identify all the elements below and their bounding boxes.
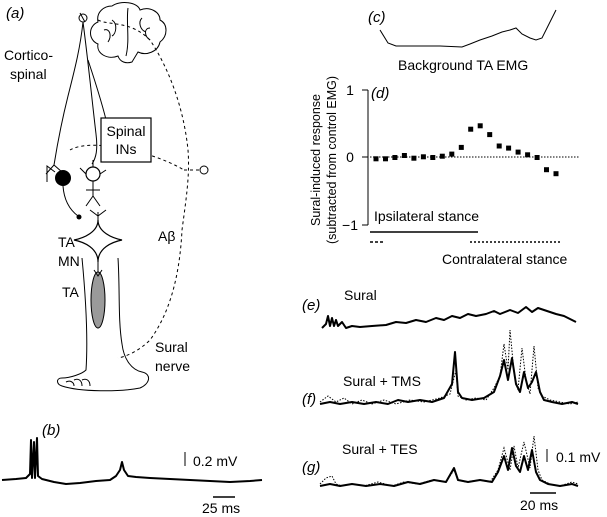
ta-motoneuron xyxy=(73,219,123,263)
panel-d-point-10 xyxy=(458,144,464,150)
ta-mn-line1: TA xyxy=(58,234,76,250)
panel-f-dotted-trace xyxy=(319,329,579,405)
abeta-label: Aβ xyxy=(158,228,175,244)
panel-d: (d) Sural-induced response (subtracted f… xyxy=(309,76,580,267)
panel-f: (f) Sural + TMS xyxy=(302,329,579,408)
spinal-ins-box xyxy=(100,117,152,163)
panel-d-point-4 xyxy=(401,153,407,158)
panel-d-point-7 xyxy=(430,155,436,160)
sural-nerve-line1: Sural xyxy=(155,339,188,355)
panel-g-tscale-label: 20 ms xyxy=(520,497,558,513)
panel-b-trace xyxy=(1,437,263,485)
panel-d-point-5 xyxy=(411,155,417,161)
panel-d-point-2 xyxy=(383,156,388,162)
panel-d-point-6 xyxy=(420,154,426,160)
panel-e-trace xyxy=(321,306,577,329)
toes-lines xyxy=(65,378,91,387)
panel-d-point-17 xyxy=(525,152,531,158)
corticospinal-tract xyxy=(45,21,84,175)
brain-left-gyrus xyxy=(103,19,117,43)
inhibitory-axon xyxy=(62,185,79,217)
inhibitory-dendrite xyxy=(46,165,56,182)
panel-d-point-14 xyxy=(496,143,502,149)
afferent-dashed-branch xyxy=(69,144,185,171)
leg-outline xyxy=(57,257,149,392)
panel-d-ytick-label-1: 1 xyxy=(346,82,354,98)
spinal-ins-line1: Spinal xyxy=(107,123,146,139)
panel-d-point-9 xyxy=(449,151,455,157)
panel-g-trace xyxy=(319,447,579,487)
panel-c-caption: Background TA EMG xyxy=(398,57,528,73)
panel-d-point-8 xyxy=(439,153,445,159)
panel-d-point-1 xyxy=(373,156,379,162)
panel-g-vscale-label: 0.1 mV xyxy=(556,449,601,465)
panel-g: (g) Sural + TES 0.1 mV 20 ms xyxy=(302,435,601,513)
abeta-dashed-path xyxy=(97,19,190,359)
ipsilateral-label: Ipsilateral stance xyxy=(374,208,479,224)
panel-d-ytick-label-neg1: −1 xyxy=(342,217,358,233)
panel-g-name: Sural + TES xyxy=(342,441,418,457)
excitatory-dendrites xyxy=(79,160,107,175)
panel-d-point-3 xyxy=(392,155,398,160)
cortical-neuron-mark xyxy=(79,12,86,23)
ta-muscle-label: TA xyxy=(62,284,80,300)
panel-d-point-18 xyxy=(534,155,540,160)
panel-d-label: (d) xyxy=(371,85,389,102)
panel-e-label: (e) xyxy=(302,297,320,314)
panel-d-ylabel-line2: (subtracted from control EMG) xyxy=(325,76,339,244)
brain-right-gyrus xyxy=(139,17,151,41)
panel-f-name: Sural + TMS xyxy=(343,373,421,389)
ta-mn-line2: MN xyxy=(58,253,80,269)
panel-f-trace xyxy=(319,351,579,405)
panel-b: (b) 0.2 mV 25 ms xyxy=(1,422,263,516)
panel-d-point-16 xyxy=(515,149,521,155)
panel-d-point-20 xyxy=(553,171,559,177)
panel-d-ytick-label-0: 0 xyxy=(346,149,354,165)
spinal-ins-line2: INs xyxy=(116,141,137,157)
panel-e-name: Sural xyxy=(344,287,377,303)
panel-d-points xyxy=(373,123,559,177)
panel-c: (c) Background TA EMG xyxy=(368,9,557,73)
afferent-terminal-circle xyxy=(199,165,209,175)
sural-nerve-line2: nerve xyxy=(155,358,190,374)
motoneuron-dendrites xyxy=(89,209,107,220)
corticospinal-label-line2: spinal xyxy=(10,66,47,82)
motor-axon-branch xyxy=(93,269,103,277)
panel-e: (e) Sural xyxy=(302,287,577,329)
excitatory-stick xyxy=(85,181,101,207)
ta-muscle xyxy=(90,271,106,329)
panel-b-tscale-label: 25 ms xyxy=(202,500,240,516)
inhibitory-terminal xyxy=(76,214,82,220)
inhibitory-interneuron xyxy=(55,170,71,186)
panel-f-label: (f) xyxy=(302,391,316,408)
contralateral-label: Contralateral stance xyxy=(442,251,568,267)
corticospinal-tract-2 xyxy=(82,21,98,165)
panel-a-label: (a) xyxy=(6,5,24,22)
corticospinal-label-line1: Cortico- xyxy=(4,47,53,63)
panel-c-trace xyxy=(379,9,557,48)
panel-d-ylabel-line1: Sural-induced response xyxy=(309,94,323,226)
panel-g-label: (g) xyxy=(302,459,320,476)
panel-d-point-12 xyxy=(477,123,483,129)
panel-d-point-15 xyxy=(506,145,512,151)
brain-midline xyxy=(125,7,129,57)
excitatory-interneuron xyxy=(85,166,101,182)
panel-d-point-19 xyxy=(544,167,549,173)
brain-outline xyxy=(90,2,167,64)
panel-c-label: (c) xyxy=(368,9,386,26)
panel-a: (a) Spinal INs TA MN xyxy=(4,2,209,392)
panel-d-point-11 xyxy=(468,126,474,132)
panel-d-point-13 xyxy=(487,132,493,138)
panel-b-vscale-label: 0.2 mV xyxy=(193,453,238,469)
panel-b-label: (b) xyxy=(42,422,60,439)
